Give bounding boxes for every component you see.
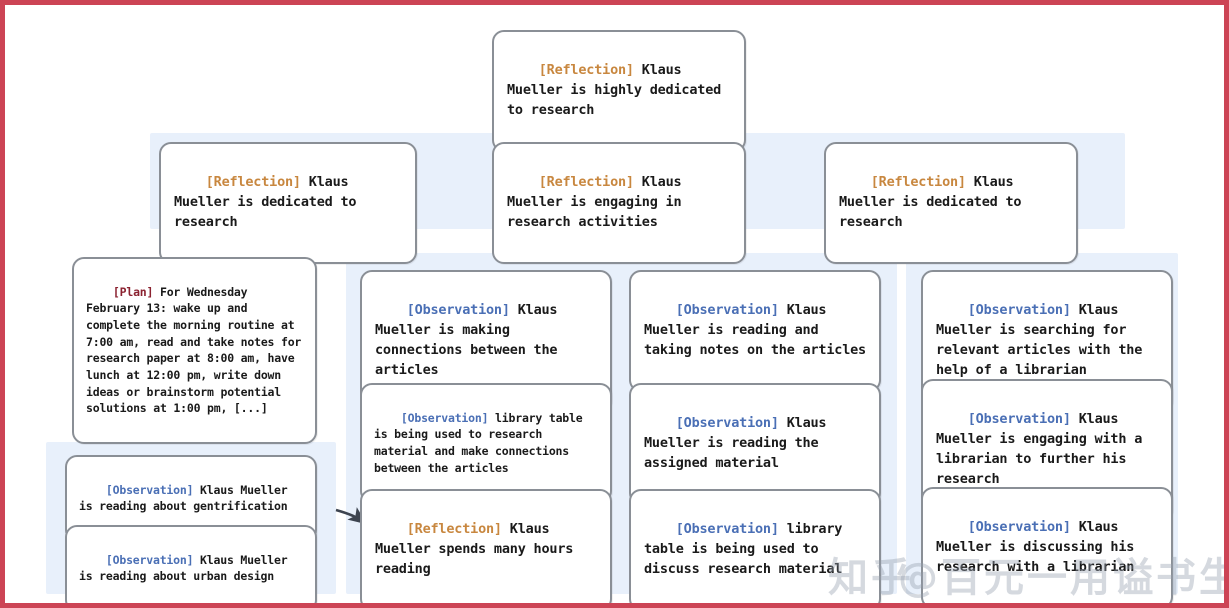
node-plan[interactable]: [Plan] For Wednesday February 13: wake u… [72, 257, 317, 444]
tag-observation: [Observation] [105, 482, 194, 497]
node-refl-hours-reading[interactable]: [Reflection] Klaus Mueller spends many h… [360, 489, 612, 603]
node-text: Klaus Mueller is reading the assigned ma… [644, 414, 835, 471]
tag-reflection: [Reflection] [406, 520, 502, 537]
node-text: Klaus Mueller spends many hours reading [375, 520, 582, 577]
tag-observation: [Observation] [406, 301, 510, 318]
node-obs-urban-design[interactable]: [Observation] Klaus Mueller is reading a… [65, 525, 317, 603]
node-text: Klaus Mueller is dedicated to research [839, 173, 1030, 230]
node-obs-library-table-connections[interactable]: [Observation] library table is being use… [360, 383, 612, 504]
node-obs-library-table-discuss[interactable]: [Observation] library table is being use… [629, 489, 881, 603]
tag-observation: [Observation] [967, 301, 1071, 318]
tag-observation: [Observation] [675, 414, 779, 431]
node-obs-discussing-librarian[interactable]: [Observation] Klaus Mueller is discussin… [921, 487, 1173, 603]
tag-reflection: [Reflection] [870, 173, 966, 190]
node-text: library table is being used to discuss r… [644, 520, 851, 577]
node-text: Klaus Mueller is making connections betw… [375, 301, 566, 378]
node-reflection-left[interactable]: [Reflection] Klaus Mueller is dedicated … [159, 142, 417, 264]
node-text: Klaus Mueller is reading about urban des… [79, 552, 295, 584]
node-reflection-center[interactable]: [Reflection] Klaus Mueller is engaging i… [492, 142, 746, 264]
node-text: Klaus Mueller is dedicated to research [174, 173, 365, 230]
tag-reflection: [Reflection] [538, 173, 634, 190]
tag-observation: [Observation] [967, 518, 1071, 535]
node-text: Klaus Mueller is searching for relevant … [936, 301, 1151, 378]
tag-reflection: [Reflection] [538, 61, 634, 78]
tag-observation: [Observation] [105, 552, 194, 567]
tag-observation: [Observation] [675, 301, 779, 318]
tag-plan: [Plan] [112, 284, 154, 299]
node-text: Klaus Mueller is reading and taking note… [644, 301, 866, 358]
node-text: library table is being used to research … [374, 410, 590, 475]
node-root-reflection[interactable]: [Reflection] Klaus Mueller is highly ded… [492, 30, 746, 152]
node-text: For Wednesday February 13: wake up and c… [86, 284, 308, 416]
node-obs-assigned-material[interactable]: [Observation] Klaus Mueller is reading t… [629, 383, 881, 505]
tag-observation: [Observation] [400, 410, 489, 425]
node-obs-reading-notes[interactable]: [Observation] Klaus Mueller is reading a… [629, 270, 881, 392]
node-text: Klaus Mueller is engaging with a librari… [936, 410, 1151, 487]
node-text: Klaus Mueller is highly dedicated to res… [507, 61, 729, 118]
node-text: Klaus Mueller is discussing his research… [936, 518, 1143, 575]
node-reflection-right[interactable]: [Reflection] Klaus Mueller is dedicated … [824, 142, 1078, 264]
node-text: Klaus Mueller is engaging in research ac… [507, 173, 690, 230]
node-text: Klaus Mueller is reading about gentrific… [79, 482, 295, 514]
tag-observation: [Observation] [675, 520, 779, 537]
tag-reflection: [Reflection] [205, 173, 301, 190]
tag-observation: [Observation] [967, 410, 1071, 427]
